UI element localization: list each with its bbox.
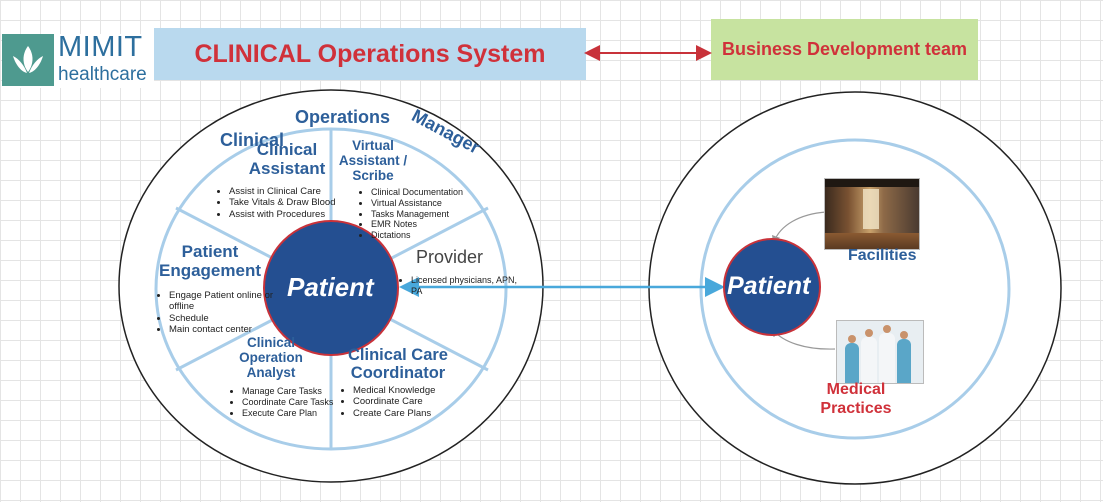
virtual-assistant-list: Clinical Documentation Virtual Assistanc… [358, 187, 491, 241]
right-patient-label: Patient [727, 272, 811, 300]
provider-list: Licensed physicians, APN, PA [398, 275, 519, 297]
brand-subtitle: healthcare [58, 64, 147, 85]
list-item: Licensed physicians, APN, PA [411, 275, 519, 297]
clinical-assistant-title: Clinical Assistant [248, 140, 326, 178]
business-box: Business Development team [711, 19, 978, 80]
clinical-assistant-list: Assist in Clinical Care Take Vitals & Dr… [216, 186, 347, 220]
list-item: Take Vitals & Draw Blood [229, 197, 347, 208]
care-coordinator-list: Medical Knowledge Coordinate Care Create… [340, 385, 469, 419]
left-patient-label: Patient [287, 272, 374, 302]
list-item: Main contact center [169, 324, 281, 335]
list-item: Assist with Procedures [229, 209, 347, 220]
medical-staff-image [836, 320, 924, 384]
patient-engagement-title: Patient Engagement [158, 242, 262, 280]
left-patient-circle [263, 220, 399, 356]
medical-practices-label: Medical Practices [820, 381, 892, 418]
list-item: Virtual Assistance [371, 198, 491, 209]
list-item: EMR Notes [371, 219, 491, 230]
list-item: Schedule [169, 313, 281, 324]
list-item: Execute Care Plan [242, 408, 354, 419]
list-item: Clinical Documentation [371, 187, 491, 198]
leaf-logo-icon [2, 34, 54, 86]
page-title: CLINICAL Operations System [194, 39, 546, 68]
right-patient-circle [723, 238, 821, 336]
list-item: Coordinate Care Tasks [242, 397, 354, 408]
ring-label-clinical: Clinical [220, 130, 284, 150]
list-item: Engage Patient online or offline [169, 290, 281, 313]
list-item: Assist in Clinical Care [229, 186, 347, 197]
list-item: Medical Knowledge [353, 385, 469, 396]
list-item: Create Care Plans [353, 408, 469, 419]
list-item: Dictations [371, 230, 491, 241]
care-coordinator-title: Clinical Care Coordinator [348, 346, 448, 383]
hospital-corridor-image [824, 178, 920, 250]
list-item: Coordinate Care [353, 396, 469, 407]
facilities-label: Facilities [848, 247, 917, 264]
business-label: Business Development team [721, 39, 968, 59]
operation-analyst-title: Clinical Operation Analyst [239, 335, 303, 380]
facilities-arrow [772, 211, 827, 245]
ring-label-operations: Operations [295, 107, 390, 127]
svg-text:Clinical: Clinical [220, 130, 284, 150]
patient-engagement-list: Engage Patient online or offline Schedul… [156, 290, 281, 336]
operation-analyst-list: Manage Care Tasks Coordinate Care Tasks … [229, 386, 354, 418]
virtual-assistant-title: Virtual Assistant / Scribe [338, 138, 408, 183]
brand-name: MIMIT [58, 31, 143, 63]
provider-title: Provider [416, 247, 484, 267]
list-item: Manage Care Tasks [242, 386, 354, 397]
list-item: Tasks Management [371, 209, 491, 220]
title-box: CLINICAL Operations System [154, 28, 586, 80]
